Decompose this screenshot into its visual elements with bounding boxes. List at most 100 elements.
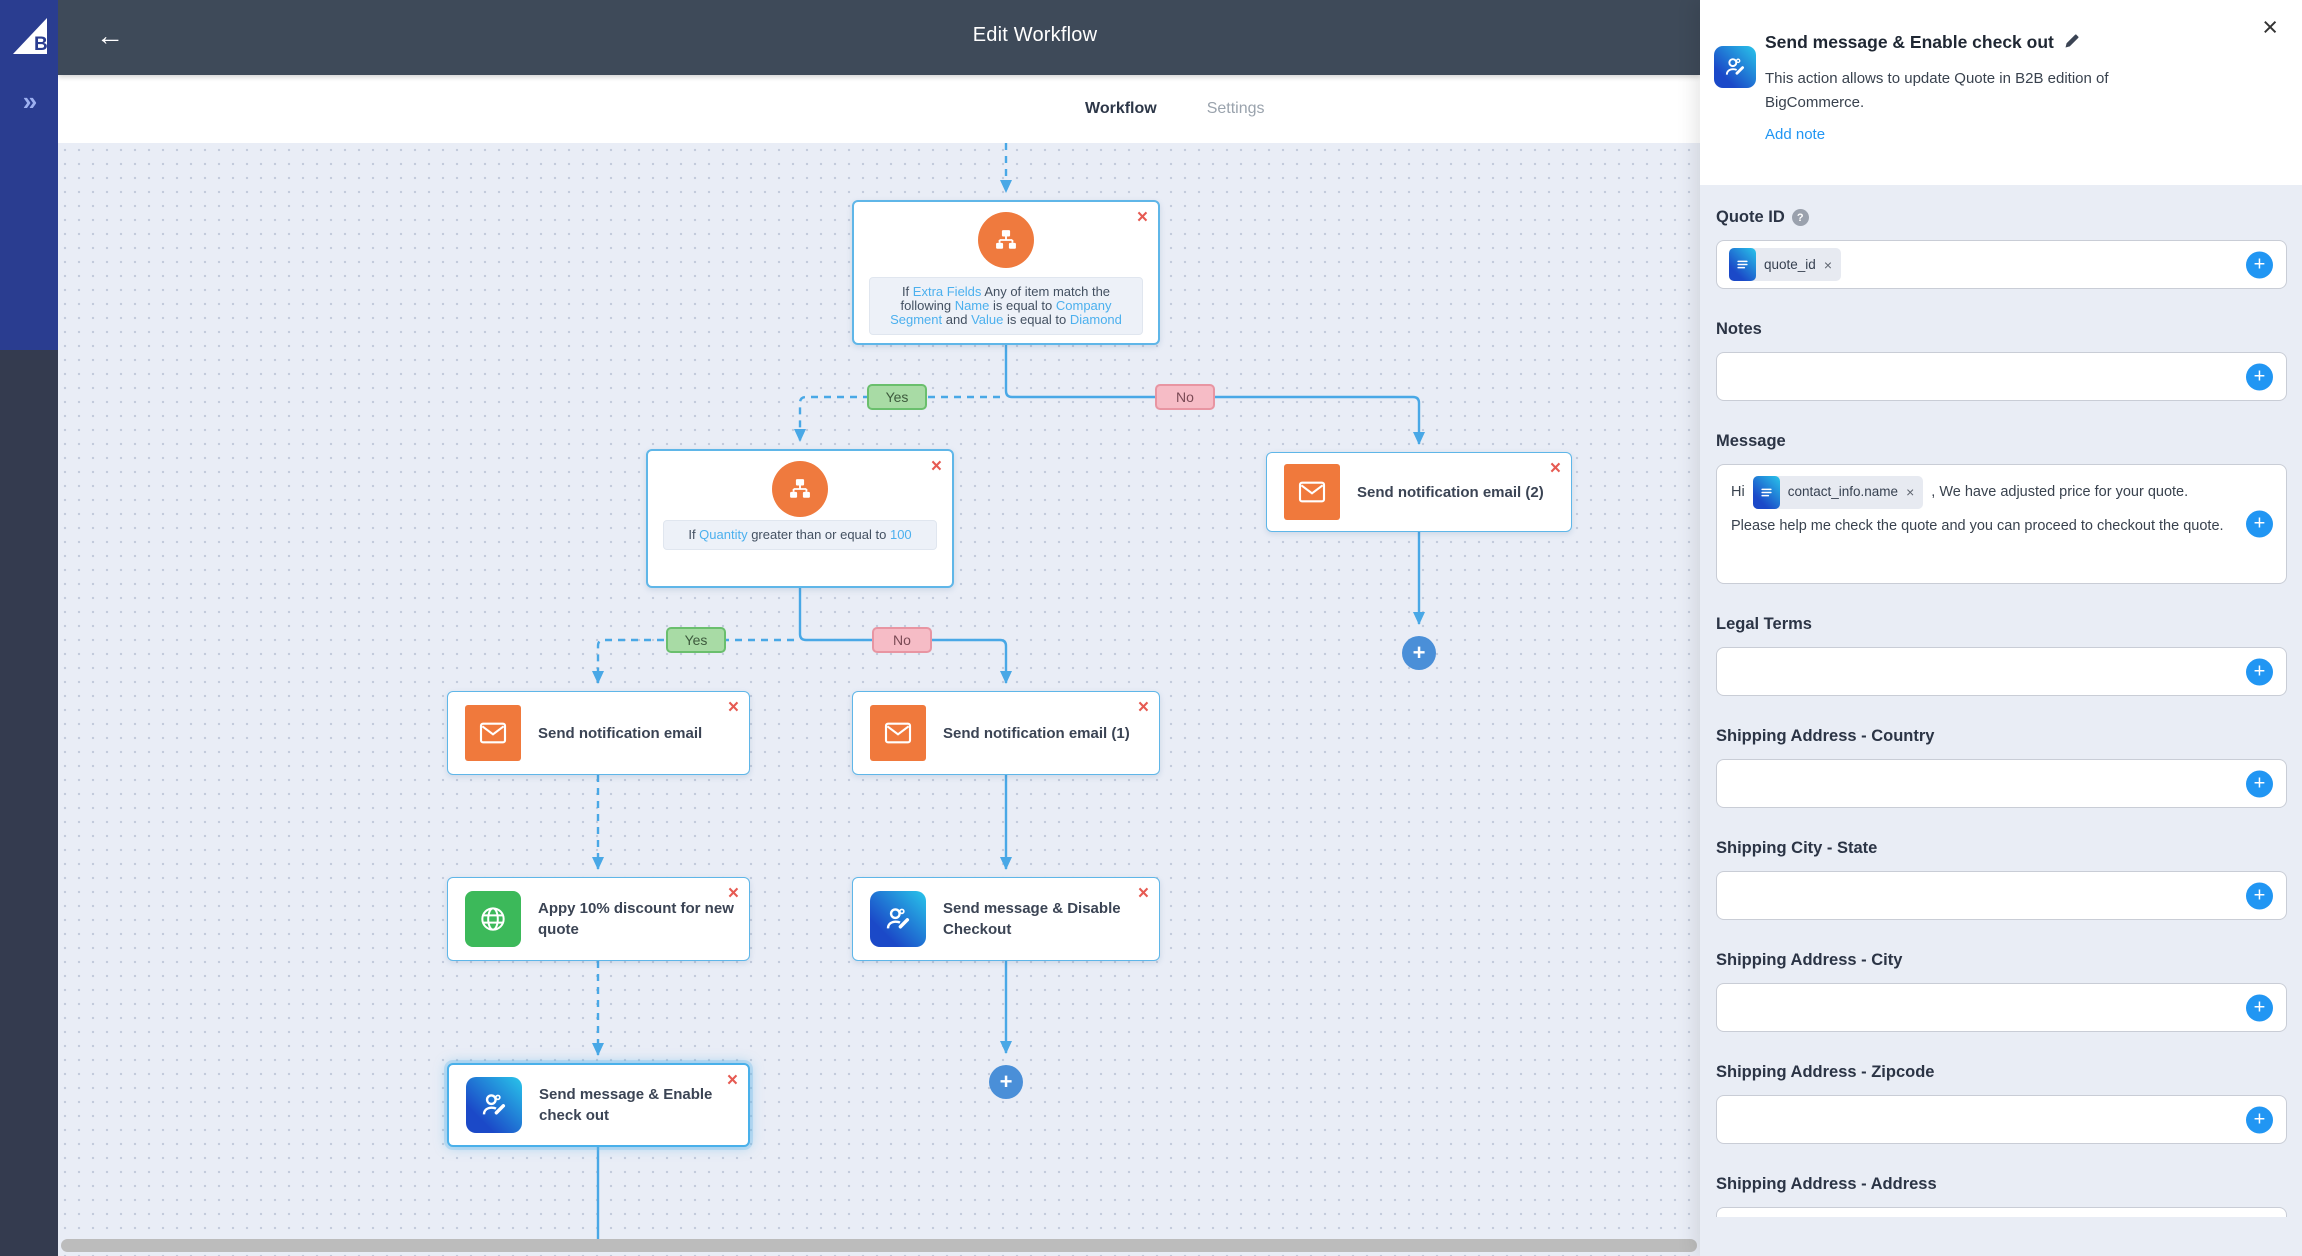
add-variable-button[interactable]: +: [2246, 882, 2273, 909]
add-variable-button[interactable]: +: [2246, 510, 2273, 538]
field-label: Shipping Address - Zipcode: [1716, 1063, 1935, 1081]
close-icon[interactable]: ×: [726, 1070, 738, 1091]
close-icon[interactable]: ×: [1137, 697, 1149, 718]
condition-field-token: 100: [889, 527, 912, 542]
add-variable-button[interactable]: +: [2246, 994, 2273, 1021]
add-note-link[interactable]: Add note: [1765, 126, 1826, 143]
back-arrow-icon[interactable]: ←: [96, 20, 124, 51]
field-shipping-state: Shipping City - State +: [1716, 839, 2287, 920]
field-message: Message Hi contact_info.name × , We have…: [1716, 432, 2287, 584]
help-icon[interactable]: ?: [1791, 209, 1809, 226]
field-quote-id: Quote ID ? quote_id × +: [1716, 208, 2287, 289]
condition-node-quantity[interactable]: × If Quantity greater than or equal to 1…: [646, 449, 954, 588]
tab-settings[interactable]: Settings: [1206, 100, 1265, 117]
add-variable-button[interactable]: +: [2246, 363, 2273, 390]
shipping-country-input[interactable]: +: [1716, 759, 2287, 808]
condition-text: If Quantity greater than or equal to 100: [663, 520, 937, 550]
panel-header: × Send message & Enable check out This a…: [1700, 0, 2302, 185]
node-title: Send message & Enable check out: [539, 1086, 713, 1124]
action-node-discount[interactable]: × Appy 10% discount for new quote: [447, 877, 750, 961]
remove-icon[interactable]: ×: [1823, 256, 1832, 273]
page-title: Edit Workflow: [972, 24, 1098, 46]
legal-terms-input[interactable]: +: [1716, 647, 2287, 696]
panel-description: This action allows to update Quote in B2…: [1765, 70, 2109, 111]
message-text: Hi: [1731, 484, 1749, 500]
condition-text-part: If: [688, 527, 700, 542]
node-title: Appy 10% discount for new quote: [538, 900, 734, 938]
workflow-canvas[interactable]: × If Extra Fields Any of item match the …: [58, 143, 1700, 1256]
edit-pencil-icon[interactable]: [2064, 32, 2081, 54]
envelope-icon: [870, 705, 926, 761]
field-shipping-zipcode: Shipping Address - Zipcode +: [1716, 1063, 2287, 1144]
branch-badge-yes: Yes: [666, 627, 726, 653]
condition-text-part: Any of item match the following: [900, 284, 1111, 313]
envelope-icon: [465, 705, 521, 761]
condition-text-part: is equal to: [1003, 312, 1070, 327]
notes-input[interactable]: +: [1716, 352, 2287, 401]
condition-field-token: Company Segment: [890, 298, 1112, 327]
shipping-state-input[interactable]: +: [1716, 871, 2287, 920]
globe-icon: [465, 891, 521, 947]
horizontal-scrollbar[interactable]: [61, 1239, 1697, 1252]
condition-text-part: greater than or equal to: [747, 527, 890, 542]
branch-badge-no: No: [1155, 384, 1215, 410]
branch-badge-no: No: [872, 627, 932, 653]
add-step-button[interactable]: +: [989, 1065, 1023, 1099]
add-variable-button[interactable]: +: [2246, 658, 2273, 685]
action-node-disable-checkout[interactable]: × Send message & Disable Checkout: [852, 877, 1160, 961]
field-label: Shipping City - State: [1716, 839, 1878, 857]
person-edit-icon: [1714, 46, 1756, 88]
close-icon[interactable]: ×: [1549, 458, 1561, 479]
add-variable-button[interactable]: +: [2246, 1106, 2273, 1133]
close-icon[interactable]: ×: [1136, 207, 1148, 228]
close-icon[interactable]: ×: [727, 883, 739, 904]
node-title: Send message & Disable Checkout: [943, 900, 1121, 938]
panel-body: Quote ID ? quote_id × + Notes: [1700, 185, 2302, 1217]
variable-chip: quote_id ×: [1729, 248, 1841, 281]
field-notes: Notes +: [1716, 320, 2287, 401]
quote-id-input[interactable]: quote_id × +: [1716, 240, 2287, 289]
bigcommerce-logo: B: [7, 10, 51, 62]
message-input[interactable]: Hi contact_info.name × , We have adjuste…: [1716, 464, 2287, 584]
close-icon[interactable]: ×: [1137, 883, 1149, 904]
action-node-enable-checkout[interactable]: × Send message & Enable check out: [447, 1063, 750, 1147]
condition-node-extra-fields[interactable]: × If Extra Fields Any of item match the …: [852, 200, 1160, 345]
chip-label: quote_id: [1764, 257, 1816, 272]
tabbar: Workflow Settings: [58, 75, 1700, 143]
shipping-address-input[interactable]: [1716, 1207, 2287, 1217]
envelope-icon: [1284, 464, 1340, 520]
close-icon[interactable]: ×: [930, 456, 942, 477]
action-config-panel: × Send message & Enable check out This a…: [1700, 0, 2302, 1256]
field-label: Shipping Address - Address: [1716, 1175, 1937, 1193]
remove-icon[interactable]: ×: [1906, 484, 1915, 501]
field-legal-terms: Legal Terms +: [1716, 615, 2287, 696]
topbar: ← Edit Workflow: [58, 0, 1700, 75]
condition-text-part: is equal to: [989, 298, 1056, 313]
add-variable-button[interactable]: +: [2246, 251, 2273, 278]
list-icon: [1752, 475, 1780, 509]
action-node-email-2[interactable]: × Send notification email (2): [1266, 452, 1572, 532]
sitemap-icon: [978, 212, 1034, 268]
shipping-city-input[interactable]: +: [1716, 983, 2287, 1032]
node-title: Send notification email: [538, 724, 703, 742]
sidebar-upper-section: [0, 0, 58, 350]
close-icon[interactable]: ×: [2262, 12, 2278, 42]
panel-title: Send message & Enable check out: [1765, 31, 2054, 52]
add-step-button[interactable]: +: [1402, 636, 1436, 670]
action-node-email-1[interactable]: × Send notification email (1): [852, 691, 1160, 775]
node-title: Send notification email (1): [943, 724, 1130, 742]
condition-field-token: Diamond: [1069, 312, 1122, 327]
tab-workflow[interactable]: Workflow: [1085, 100, 1157, 117]
sitemap-icon: [772, 461, 828, 517]
field-shipping-address: Shipping Address - Address: [1716, 1175, 2287, 1217]
node-title: Send notification email (2): [1357, 483, 1544, 501]
close-icon[interactable]: ×: [727, 697, 739, 718]
action-node-email[interactable]: × Send notification email: [447, 691, 750, 775]
sidebar-expand-icon[interactable]: »: [22, 86, 37, 116]
field-label: Notes: [1716, 320, 1762, 338]
add-variable-button[interactable]: +: [2246, 770, 2273, 797]
shipping-zipcode-input[interactable]: +: [1716, 1095, 2287, 1144]
field-label: Message: [1716, 432, 1786, 450]
condition-text: If Extra Fields Any of item match the fo…: [869, 277, 1143, 335]
